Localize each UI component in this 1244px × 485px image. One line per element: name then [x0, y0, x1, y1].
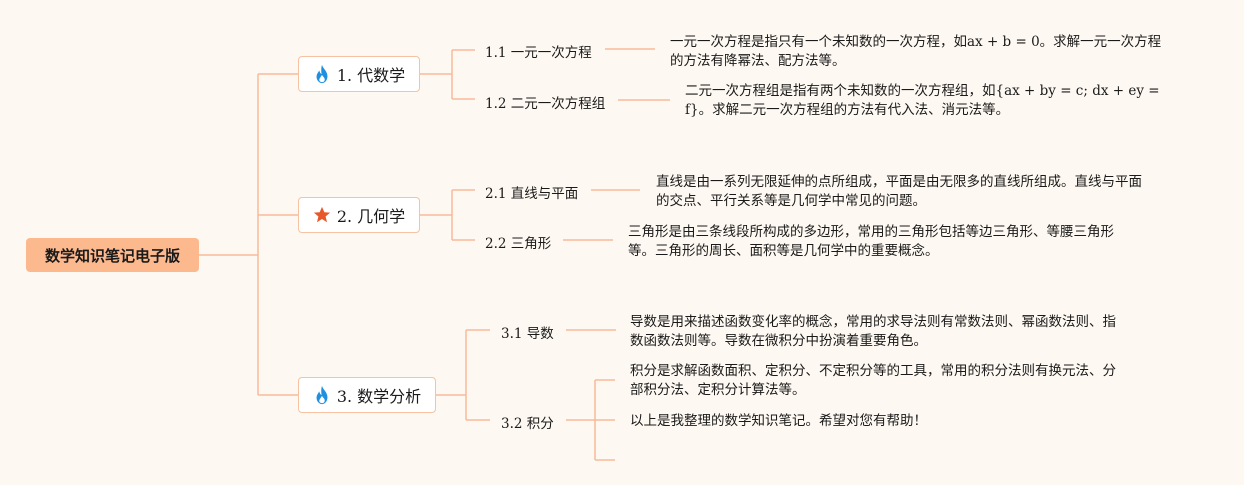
- subtopic-derivative[interactable]: 3.1 导数: [501, 326, 554, 342]
- star-icon: [313, 206, 330, 223]
- flame-icon: [316, 64, 328, 84]
- topic-label: 1. 代数学: [336, 66, 406, 85]
- subtopic-integral[interactable]: 3.2 积分: [501, 416, 554, 432]
- connector-topic-3: [436, 329, 490, 421]
- note-linear-system: 二元一次方程组是指有两个未知数的一次方程组，如{ax + by = c; dx …: [685, 83, 1160, 118]
- topic-geometry[interactable]: 2. 几何学: [298, 197, 420, 233]
- note-closing: 以上是我整理的数学知识笔记。希望对您有帮助！: [630, 413, 927, 429]
- connector-root: [199, 73, 298, 396]
- topic-label: 2. 几何学: [336, 207, 406, 226]
- note-triangle: 三角形是由三条线段所构成的多边形，常用的三角形包括等边三角形、等腰三角形等。三角…: [628, 224, 1114, 259]
- note-linear-equation: 一元一次方程是指只有一个未知数的一次方程，如ax + b = 0。求解一元一次方…: [670, 34, 1162, 69]
- root-node[interactable]: 数学知识笔记电子版: [26, 238, 199, 272]
- note-derivative: 导数是用来描述函数变化率的概念，常用的求导法则有常数法则、幂函数法则、指数函数法…: [630, 314, 1116, 349]
- connector-topic-2: [420, 189, 475, 241]
- note-line-plane: 直线是由一系列无限延伸的点所组成，平面是由无限多的直线所组成。直线与平面的交点、…: [656, 174, 1142, 209]
- topic-analysis[interactable]: 3. 数学分析: [298, 377, 436, 413]
- subtopic-linear-equation[interactable]: 1.1 一元一次方程: [485, 45, 592, 61]
- subtopic-line-plane[interactable]: 2.1 直线与平面: [485, 186, 579, 202]
- connector-topic-1: [420, 49, 475, 100]
- flame-icon: [316, 385, 328, 405]
- topic-label: 3. 数学分析: [336, 387, 422, 406]
- topic-algebra[interactable]: 1. 代数学: [298, 56, 420, 92]
- note-integral: 积分是求解函数面积、定积分、不定积分等的工具，常用的积分法则有换元法、分部积分法…: [630, 363, 1116, 398]
- connector-sub-3-2: [566, 379, 615, 461]
- subtopic-triangle[interactable]: 2.2 三角形: [485, 236, 552, 252]
- subtopic-linear-system[interactable]: 1.2 二元一次方程组: [485, 96, 606, 112]
